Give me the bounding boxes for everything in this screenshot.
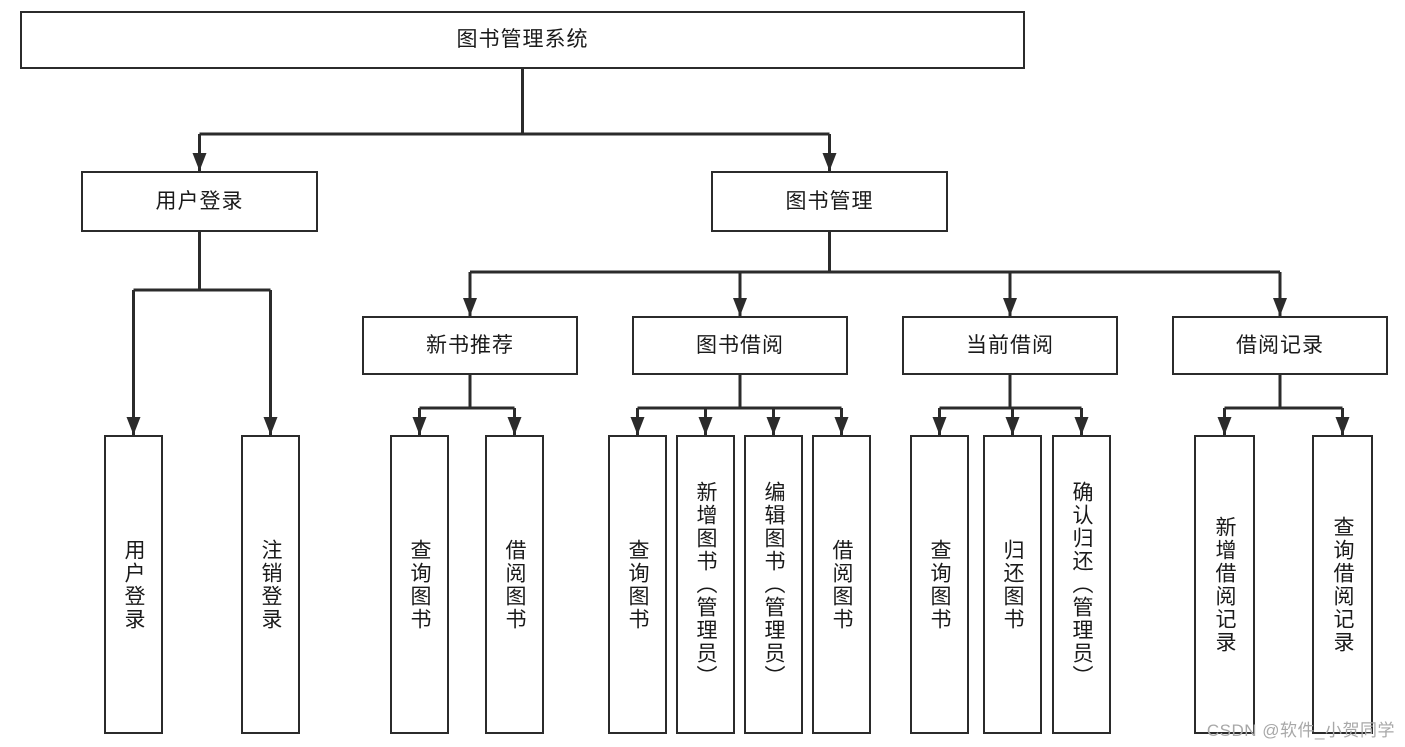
node-login[interactable]: 用户登录 — [81, 171, 318, 232]
node-label: 借阅图书 — [503, 538, 526, 631]
node-label: 借阅记录 — [1236, 333, 1324, 357]
node-b-query[interactable]: 查询图书 — [608, 435, 667, 734]
arrowhead — [1217, 417, 1232, 435]
arrowhead — [766, 417, 781, 435]
arrowhead — [263, 417, 278, 435]
node-b-lend[interactable]: 借阅图书 — [812, 435, 871, 734]
arrowhead — [733, 298, 747, 316]
arrowhead — [1005, 417, 1020, 435]
arrowhead — [1273, 298, 1287, 316]
node-b-add[interactable]: 新增图书（管理员） — [676, 435, 735, 734]
arrowhead — [698, 417, 713, 435]
node-current[interactable]: 当前借阅 — [902, 316, 1118, 375]
node-n-borrow[interactable]: 借阅图书 — [485, 435, 544, 734]
watermark: CSDN @软件_小贺同学 — [1206, 721, 1395, 740]
node-label: 确认归还（管理员） — [1070, 481, 1093, 688]
node-l-logout[interactable]: 注销登录 — [241, 435, 300, 734]
node-label: 图书管理 — [785, 189, 874, 213]
node-label: 当前借阅 — [966, 333, 1054, 357]
arrowhead — [834, 417, 849, 435]
node-newbook[interactable]: 新书推荐 — [362, 316, 578, 375]
arrowhead — [1335, 417, 1350, 435]
node-label: 新增图书（管理员） — [694, 481, 717, 688]
arrowhead — [630, 417, 645, 435]
node-r-query[interactable]: 查询借阅记录 — [1312, 435, 1373, 734]
node-label: 用户登录 — [122, 538, 145, 631]
node-label: 查询图书 — [626, 538, 649, 631]
arrowhead — [822, 153, 837, 171]
node-c-return[interactable]: 归还图书 — [983, 435, 1042, 734]
arrowhead — [1074, 417, 1089, 435]
arrowhead — [932, 417, 947, 435]
arrowhead — [126, 417, 141, 435]
node-records[interactable]: 借阅记录 — [1172, 316, 1388, 375]
node-label: 查询图书 — [408, 538, 431, 631]
node-label: 新书推荐 — [426, 333, 514, 357]
node-borrow[interactable]: 图书借阅 — [632, 316, 848, 375]
arrowhead — [507, 417, 522, 435]
node-label: 用户登录 — [155, 189, 244, 213]
node-label: 借阅图书 — [830, 538, 853, 631]
arrowhead — [412, 417, 427, 435]
node-root[interactable]: 图书管理系统 — [20, 11, 1025, 69]
node-label: 注销登录 — [259, 538, 282, 631]
node-n-query[interactable]: 查询图书 — [390, 435, 449, 734]
node-c-query[interactable]: 查询图书 — [910, 435, 969, 734]
node-r-add[interactable]: 新增借阅记录 — [1194, 435, 1255, 734]
node-b-edit[interactable]: 编辑图书（管理员） — [744, 435, 803, 734]
node-l-login[interactable]: 用户登录 — [104, 435, 163, 734]
node-label: 图书管理系统 — [456, 28, 589, 52]
node-c-confirm[interactable]: 确认归还（管理员） — [1052, 435, 1111, 734]
node-label: 查询图书 — [928, 538, 951, 631]
node-label: 归还图书 — [1001, 538, 1024, 631]
arrowhead — [463, 298, 477, 316]
arrowhead — [1003, 298, 1017, 316]
node-label: 图书借阅 — [696, 333, 784, 357]
node-label: 编辑图书（管理员） — [762, 481, 785, 688]
arrowhead — [192, 153, 207, 171]
node-bookmgmt[interactable]: 图书管理 — [711, 171, 948, 232]
node-label: 新增借阅记录 — [1213, 515, 1236, 654]
node-label: 查询借阅记录 — [1331, 515, 1354, 654]
